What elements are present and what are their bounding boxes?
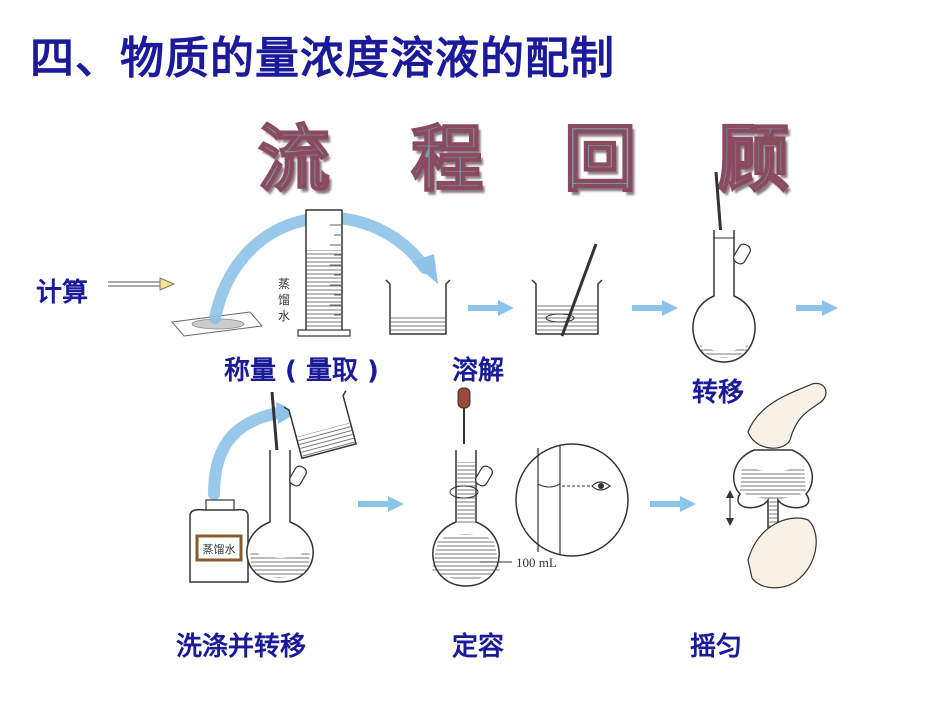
- meniscus-magnifier: [515, 443, 629, 557]
- hand-top: [747, 382, 827, 449]
- pouring-beaker: [283, 390, 357, 460]
- page-title: 四、物质的量浓度溶液的配制: [30, 33, 615, 84]
- flow-arrow-4: [358, 496, 404, 512]
- weighing-paper: [171, 311, 263, 337]
- flow-arrow-1: [468, 300, 514, 316]
- bottle-label: 蒸馏水: [203, 542, 236, 556]
- pour-arrow-bottom: [208, 406, 288, 500]
- calc-arrow: [108, 277, 176, 291]
- beaker-1: [385, 279, 451, 335]
- step-transfer: 转移: [692, 378, 745, 408]
- pour-arrow-top-head: [412, 254, 438, 284]
- flow-arrow-3: [796, 300, 838, 316]
- flask-mark-label: 100 mL: [516, 555, 557, 570]
- graduated-cylinder: [297, 209, 351, 337]
- step-dissolve: 溶解: [452, 356, 505, 386]
- hand-bottom: [747, 517, 817, 589]
- step-wash: 洗涤并转移: [176, 632, 307, 662]
- volumetric-flask-transfer: [692, 171, 756, 363]
- flow-arrow-5: [650, 496, 696, 512]
- step-volume: 定容: [452, 632, 505, 662]
- step-weigh: 称量 ( 量取 ): [224, 356, 379, 386]
- page-subtitle: 流 程 回 顾: [257, 116, 818, 202]
- step-shake: 摇匀: [690, 632, 743, 662]
- flow-arrow-2: [632, 300, 678, 316]
- step-calc: 计算: [36, 278, 89, 308]
- pour-arrow-bottom-head: [276, 402, 298, 424]
- shaking-flask: [726, 382, 827, 589]
- volumetric-flask-wash: [246, 391, 314, 583]
- beaker-2: [531, 243, 603, 337]
- volumetric-flask-volume: [432, 387, 512, 587]
- distilled-water-bottle: [189, 499, 249, 583]
- cylinder-label: 蒸馏水: [278, 277, 290, 323]
